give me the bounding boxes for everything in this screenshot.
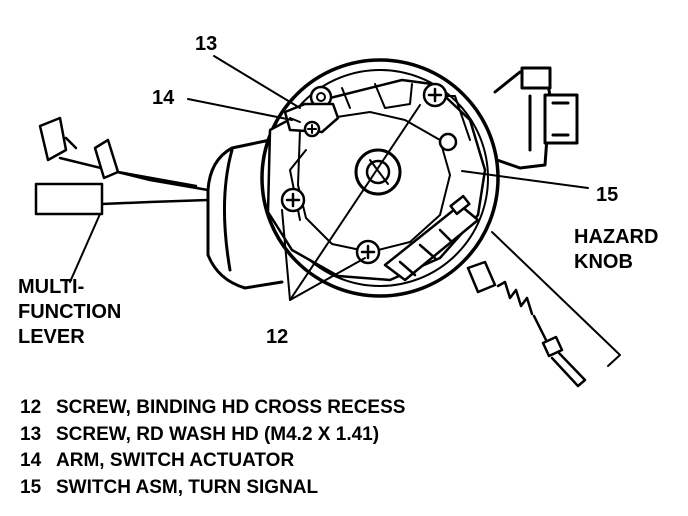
connector-housing <box>493 66 579 170</box>
actuator-arm <box>283 85 340 138</box>
hazard-knob-label-line2: KNOB <box>574 251 633 273</box>
legend-text: SCREW, RD WASH HD (M4.2 X 1.41) <box>56 423 380 445</box>
callout-14: 14 <box>152 87 175 109</box>
screw-12-left <box>280 187 306 213</box>
pivot-post <box>438 132 458 152</box>
legend-row: 13 SCREW, RD WASH HD (M4.2 X 1.41) <box>20 422 405 449</box>
legend-number: 13 <box>20 423 42 445</box>
legend-text: ARM, SWITCH ACTUATOR <box>56 450 295 471</box>
legend-number: 14 <box>20 450 42 471</box>
hazard-knob-parts <box>466 260 587 388</box>
legend-number: 12 <box>20 397 42 418</box>
legend-number: 15 <box>20 476 42 498</box>
multi-function-label-line2: FUNCTION <box>18 301 122 323</box>
legend-text: SCREW, BINDING HD CROSS RECESS <box>56 397 406 418</box>
callout-12: 12 <box>266 326 289 348</box>
legend-row: 14 ARM, SWITCH ACTUATOR <box>20 448 405 475</box>
screw-12-bottom <box>355 239 381 265</box>
screw-12-top <box>422 82 448 108</box>
legend-row: 15 SWITCH ASM, TURN SIGNAL <box>20 475 405 502</box>
leader-lines <box>69 55 589 301</box>
hazard-bracket <box>491 231 621 367</box>
callout-15: 15 <box>596 184 619 206</box>
legend-text: SWITCH ASM, TURN SIGNAL <box>56 476 319 498</box>
multi-function-label-line3: LEVER <box>18 326 85 348</box>
parts-legend: 12 SCREW, BINDING HD CROSS RECESS 13 SCREW… <box>20 395 405 501</box>
central-hub <box>354 148 402 196</box>
legend-row: 12 SCREW, BINDING HD CROSS RECESS <box>20 395 405 422</box>
multi-function-lever <box>34 116 210 216</box>
hazard-knob-label-line1: HAZARD <box>574 226 659 248</box>
hazard-mechanism <box>383 194 480 282</box>
multi-function-label-line1: MULTI- <box>18 276 85 298</box>
callout-13: 13 <box>195 33 218 55</box>
